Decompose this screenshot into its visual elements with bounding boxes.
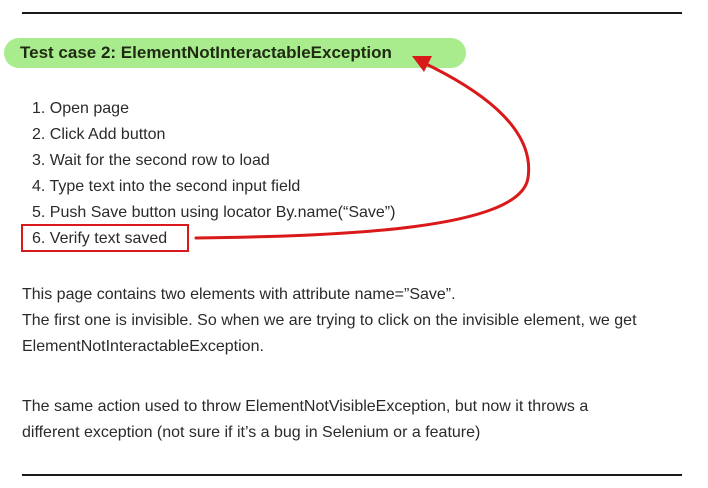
- step-item-verify: 6. Verify text saved: [32, 230, 168, 247]
- step-item: 2. Click Add button: [32, 126, 166, 143]
- verify-step-annotation-box: [21, 224, 189, 252]
- paragraph-line: different exception (not sure if it’s a …: [22, 424, 481, 441]
- paragraph-line: ElementNotInteractableException.: [22, 338, 264, 355]
- bottom-divider: [22, 474, 682, 476]
- step-item: 5. Push Save button using locator By.nam…: [32, 204, 396, 221]
- paragraph-line: The first one is invisible. So when we a…: [22, 312, 637, 329]
- heading-highlight: [4, 38, 466, 68]
- paragraph-line: The same action used to throw ElementNot…: [22, 398, 589, 415]
- step-item: 3. Wait for the second row to load: [32, 152, 270, 169]
- step-item: 4. Type text into the second input field: [32, 178, 301, 195]
- note-paragraph: The same action used to throw ElementNot…: [22, 394, 686, 446]
- test-case-heading: Test case 2: ElementNotInteractableExcep…: [20, 43, 392, 62]
- step-item: 1. Open page: [32, 100, 129, 117]
- top-divider: [22, 12, 682, 14]
- steps-list: 1. Open page 2. Click Add button 3. Wait…: [32, 96, 395, 252]
- paragraph-line: This page contains two elements with att…: [22, 286, 456, 303]
- explanation-paragraph: This page contains two elements with att…: [22, 282, 686, 360]
